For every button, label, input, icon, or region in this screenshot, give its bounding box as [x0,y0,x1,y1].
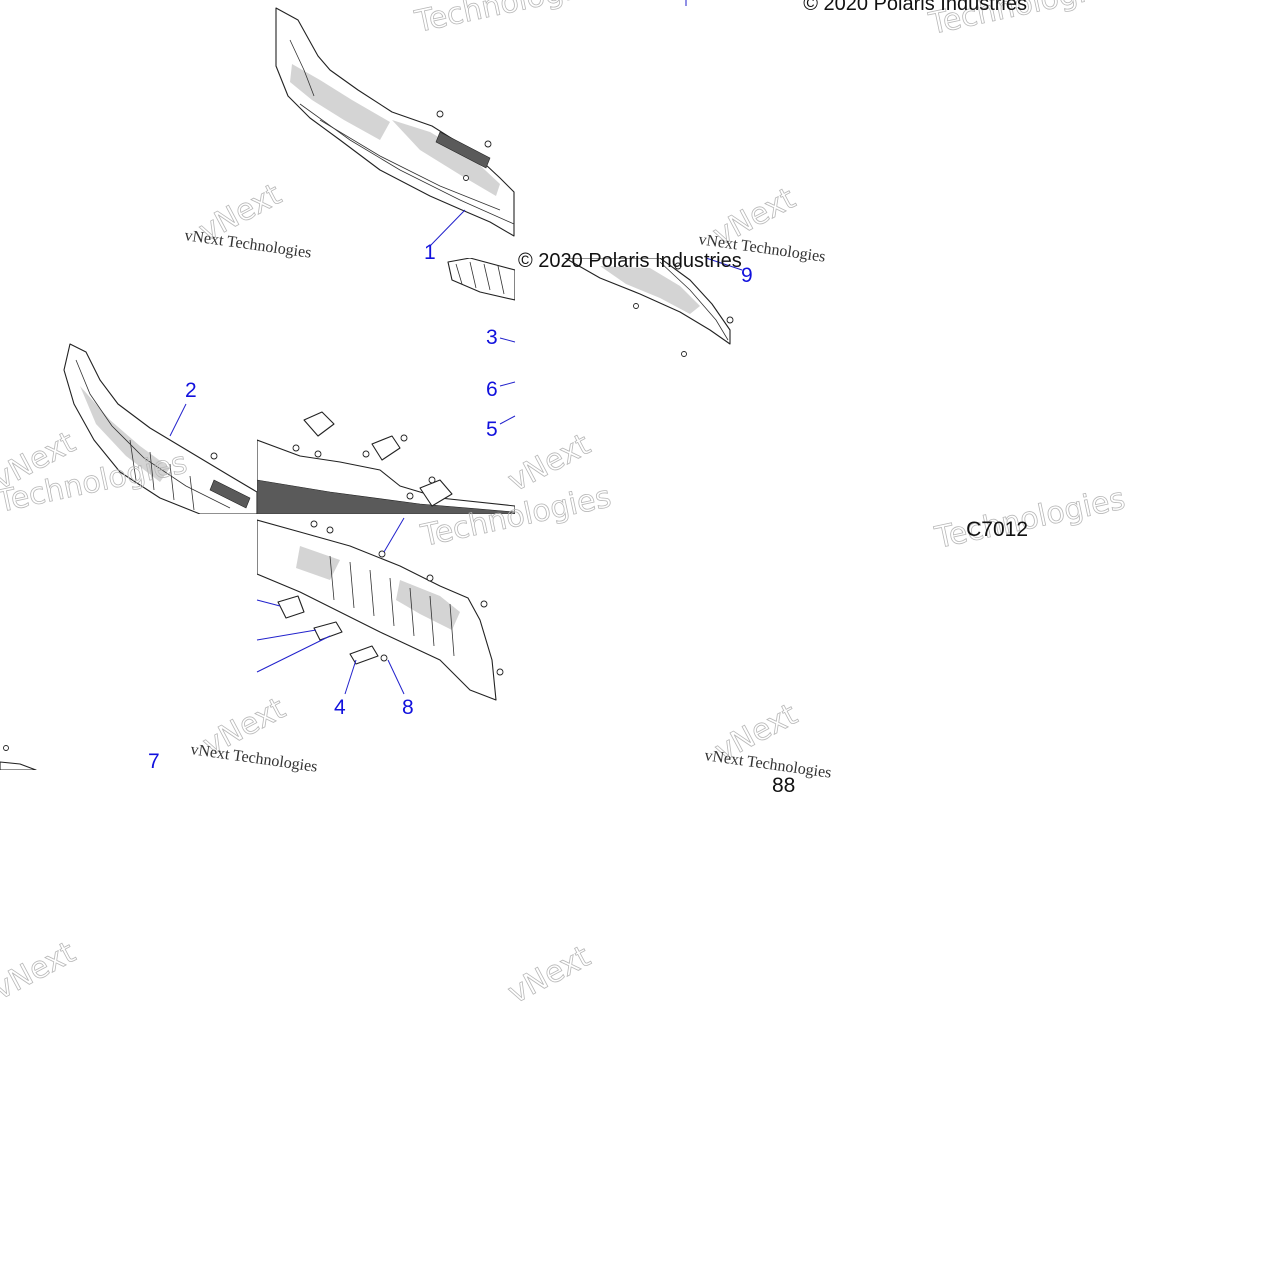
lower-fender-panel [256,517,504,701]
leader-c [256,635,331,673]
callout-8: 8 [402,696,414,719]
callout-5: 5 [486,418,498,441]
part-7-fragment [0,745,37,770]
callout-4: 4 [334,696,346,719]
leader-2 [169,403,187,437]
leader-5 [499,415,516,425]
side-trim-panel [564,257,743,357]
callout-2: 2 [185,379,197,402]
callout-6: 6 [486,378,498,401]
page-number: 88 [772,774,795,797]
diagram-code: C7012 [966,518,1028,541]
callout-3: 3 [486,326,498,349]
front-fender-panel [63,343,257,514]
leader-b [256,629,317,641]
leader-1 [429,209,466,247]
copyright-notice-top: © 2020 Polaris Industries [803,0,1027,15]
callout-labels: 1 2 3 4 5 6 7 8 9 [148,241,753,773]
watermark-line-3: vNext Technologies [189,741,318,776]
leader-d [383,517,405,553]
center-brackets-area [257,258,516,514]
callout-1: 1 [424,241,436,264]
watermark-line-4: vNext Technologies [703,747,832,782]
callout-9: 9 [741,264,753,287]
watermark-brand-7: vNext [0,935,81,1007]
watermark-word-1: Technologies [411,0,608,40]
leader-8 [387,659,405,695]
upper-rocker-panel [275,7,515,247]
watermark-line-1: vNext Technologies [183,227,312,262]
leader-3 [499,337,516,343]
callout-7: 7 [148,750,160,773]
leader-9 [705,257,743,271]
copyright-notice-middle: © 2020 Polaris Industries [518,250,742,272]
watermark-brand-8: vNext [502,939,596,1011]
watermarks: Technologies Technologies vNext vNext Te… [0,0,1129,1011]
leader-4 [344,659,357,695]
leader-6 [499,381,516,387]
leader-a [256,599,281,607]
watermark-word-5: Technologies [931,482,1128,557]
